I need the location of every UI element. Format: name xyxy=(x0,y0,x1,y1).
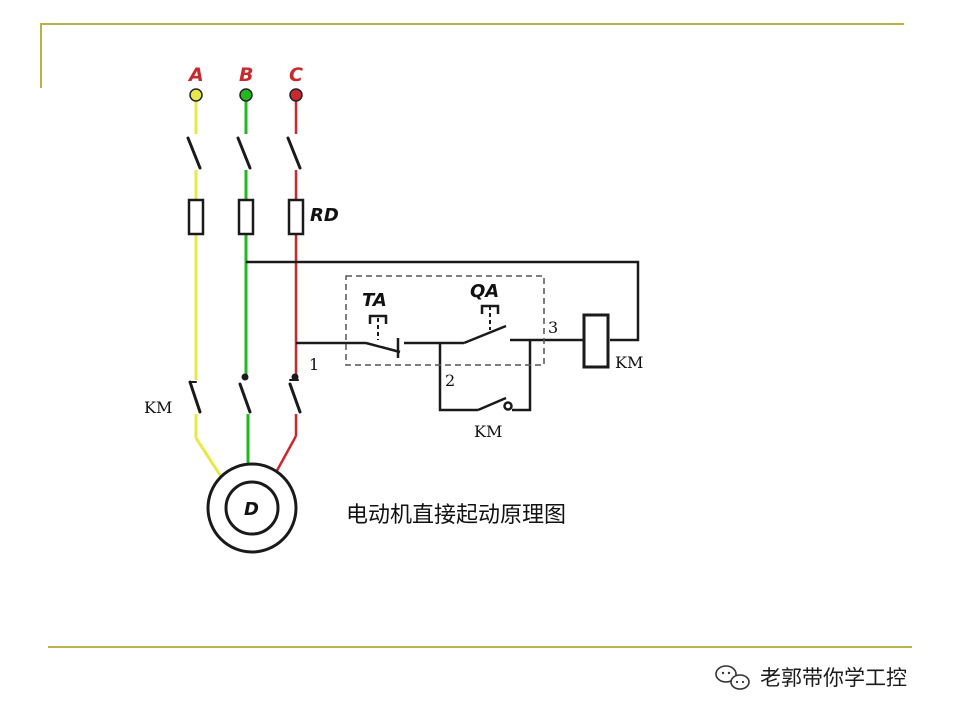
main-contactor-contacts xyxy=(188,379,302,414)
start-button xyxy=(463,304,507,345)
phase-c-line xyxy=(272,100,298,477)
node-2-label: 2 xyxy=(445,371,455,390)
wechat-icon xyxy=(715,665,750,690)
stop-button xyxy=(365,314,401,358)
phase-c-label: C xyxy=(289,64,303,86)
motor xyxy=(206,462,298,554)
phase-a-label: A xyxy=(187,64,204,86)
node-1-label: 1 xyxy=(309,355,319,374)
button-station-box xyxy=(345,275,545,366)
start-button-label: QA xyxy=(470,281,499,302)
hold-contact xyxy=(477,396,513,412)
phase-a-line xyxy=(194,100,224,479)
contactor-dots xyxy=(241,373,299,381)
diagram-title: 电动机直接起动原理图 xyxy=(346,503,566,528)
terminal-a xyxy=(189,88,203,102)
motor-label: D xyxy=(244,499,259,520)
coil xyxy=(582,313,610,369)
control-wires xyxy=(246,260,640,412)
fuses xyxy=(187,198,305,236)
node-3-label: 3 xyxy=(548,318,558,337)
stop-button-label: TA xyxy=(362,290,387,311)
phase-b-label: B xyxy=(239,64,253,86)
hold-contact-label: KM xyxy=(474,422,502,441)
watermark-text: 老郭带你学工控 xyxy=(760,666,907,690)
isolator-switches xyxy=(186,136,302,170)
coil-label: KM xyxy=(615,353,643,372)
main-contactor-label: KM xyxy=(144,398,172,417)
fuse-label: RD xyxy=(310,205,339,226)
terminal-c xyxy=(289,88,303,102)
terminal-b xyxy=(239,88,253,102)
phase-b-line xyxy=(244,100,250,464)
